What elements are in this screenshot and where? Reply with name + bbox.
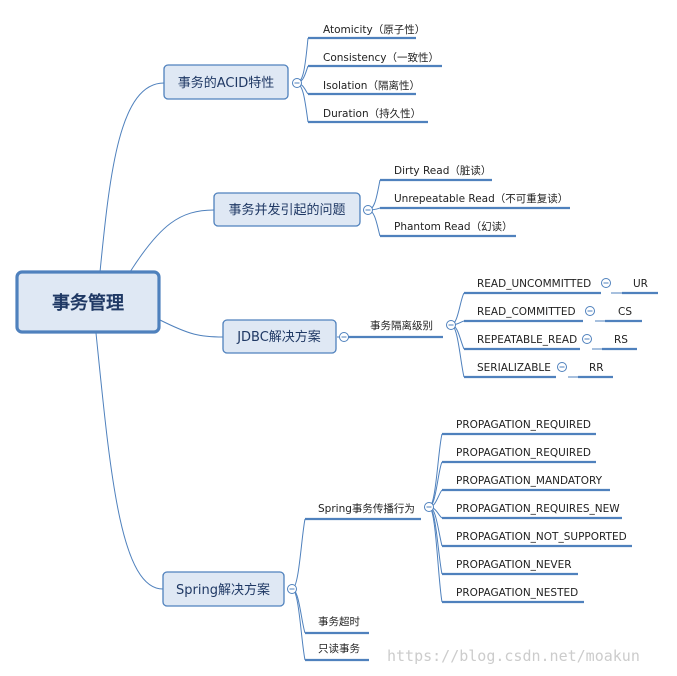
level-name-3: REPEATABLE_READ [477, 334, 577, 346]
acid-item-1: Atomicity（原子性） [323, 23, 425, 36]
level-name-4: SERIALIZABLE [477, 362, 551, 374]
watermark: https://blog.csdn.net/moakun [387, 647, 640, 665]
branch-concurrency-label: 事务并发引起的问题 [228, 202, 345, 218]
propagation-item-6: PROPAGATION_NEVER [456, 559, 572, 571]
branch-concurrency[interactable] [213, 192, 361, 227]
concurrency-item-1: Dirty Read（脏读） [394, 164, 491, 177]
propagation-item-3: PROPAGATION_MANDATORY [456, 475, 603, 487]
acid-item-4: Duration（持久性） [323, 107, 421, 120]
branch-acid[interactable] [163, 64, 289, 100]
concurrency-item-2: Unrepeatable Read（不可重复读） [394, 192, 568, 205]
spring-readonly: 只读事务 [318, 642, 360, 655]
connector-root-concurrency [129, 209, 215, 273]
propagation-item-7: PROPAGATION_NESTED [456, 587, 578, 599]
spring-timeout: 事务超时 [318, 615, 360, 628]
concurrency-branch: 事务并发引起的问题 Dirty Read（脏读） Unrepeatable Re… [213, 164, 570, 238]
level-abbr-3: RS [614, 334, 628, 346]
level-name-2: READ_COMMITTED [477, 306, 576, 318]
branch-acid-label: 事务的ACID特性 [178, 75, 275, 91]
acid-item-3: Isolation（隔离性） [323, 79, 420, 92]
propagation-label: Spring事务传播行为 [318, 502, 415, 515]
spring-branch: Spring解决方案 Spring事务传播行为 事务超时 只读事务 PROPAG… [162, 419, 632, 662]
root-box[interactable] [15, 270, 161, 334]
propagation-item-5: PROPAGATION_NOT_SUPPORTED [456, 531, 627, 543]
jdbc-branch: JDBC解决方案 事务隔离级别 READ_UNCOMMITTED READ_CO… [222, 278, 658, 379]
isolation-level-label: 事务隔离级别 [370, 319, 433, 332]
connector-root-acid [99, 82, 165, 273]
acid-item-2: Consistency（一致性） [323, 51, 439, 64]
root-label: 事务管理 [52, 292, 124, 314]
connector-root-spring [95, 332, 164, 590]
root-connectors [95, 82, 224, 590]
level-abbr-4: RR [589, 362, 604, 374]
root-node[interactable]: 事务管理 [15, 270, 161, 334]
connector-root-jdbc [159, 319, 224, 338]
branch-spring[interactable] [162, 571, 285, 607]
concurrency-item-3: Phantom Read（幻读） [394, 220, 513, 233]
propagation-item-4: PROPAGATION_REQUIRES_NEW [456, 503, 620, 515]
branch-jdbc[interactable] [222, 319, 337, 354]
propagation-item-1: PROPAGATION_REQUIRED [456, 419, 591, 431]
acid-branch: 事务的ACID特性 Atomicity（原子性） Consistency（一致性… [163, 23, 442, 124]
propagation-item-2: PROPAGATION_REQUIRED [456, 447, 591, 459]
branch-jdbc-label: JDBC解决方案 [236, 329, 321, 345]
level-abbr-1: UR [633, 278, 648, 290]
level-name-1: READ_UNCOMMITTED [477, 278, 591, 290]
branch-spring-label: Spring解决方案 [176, 582, 270, 598]
level-abbr-2: CS [618, 306, 632, 318]
